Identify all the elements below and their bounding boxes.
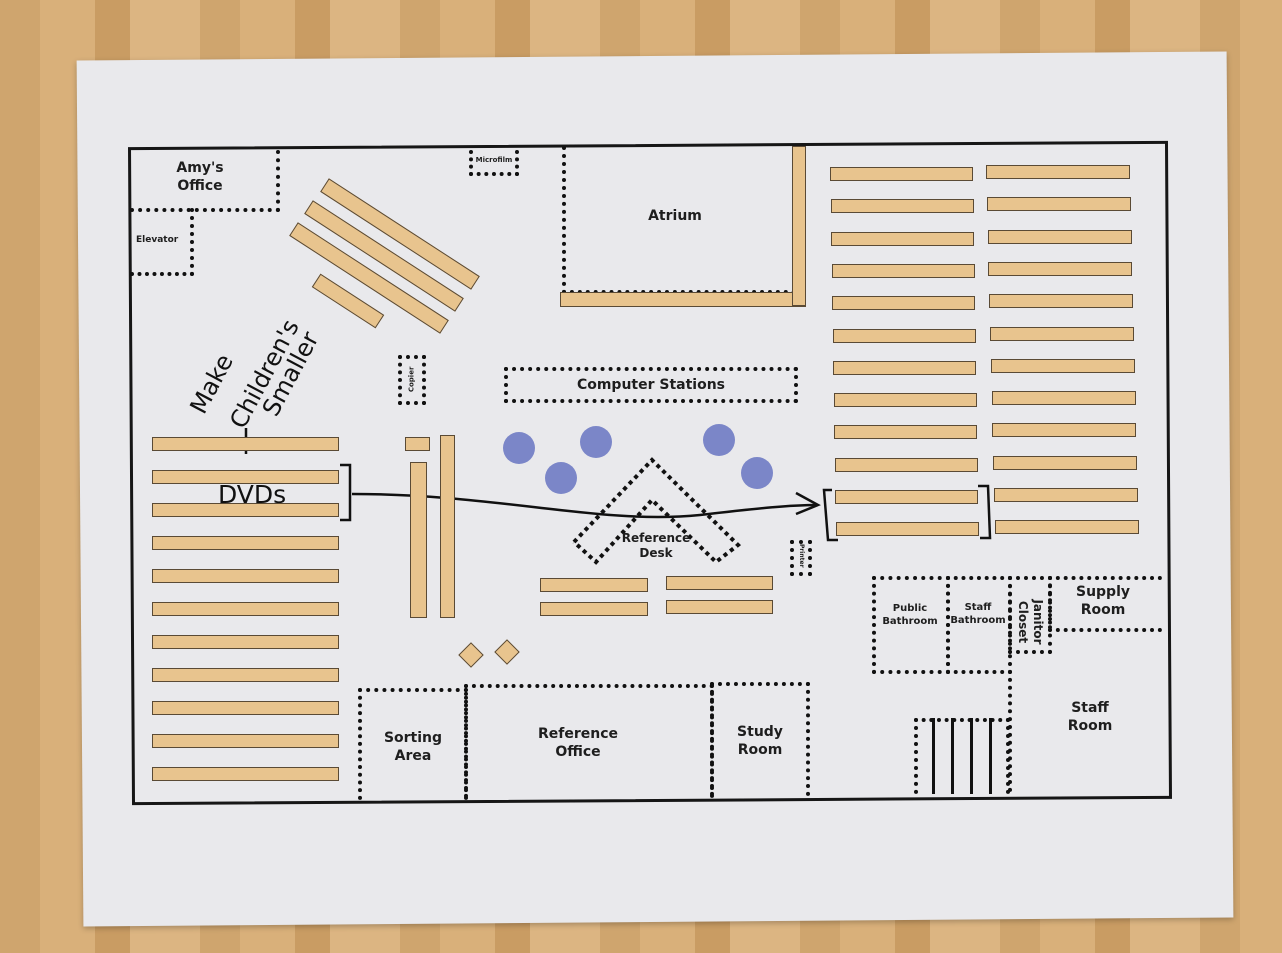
shelf bbox=[152, 437, 339, 451]
study-room-label: Study Room bbox=[737, 724, 783, 758]
shelf bbox=[152, 668, 339, 682]
shelf bbox=[152, 734, 339, 748]
supply-room bbox=[1048, 576, 1162, 632]
shelf bbox=[986, 197, 1131, 212]
shelf bbox=[152, 470, 339, 484]
shelf bbox=[152, 536, 339, 550]
shelf bbox=[540, 602, 648, 616]
shelf bbox=[832, 328, 976, 343]
shelf bbox=[666, 576, 773, 590]
printer bbox=[790, 540, 812, 576]
shelf bbox=[830, 167, 973, 181]
shelf bbox=[540, 578, 648, 592]
reference-desk-label: Reference Desk bbox=[621, 531, 691, 560]
shelf bbox=[994, 488, 1138, 502]
microfilm-label: Microfilm bbox=[475, 156, 513, 164]
computer-stations bbox=[504, 367, 798, 403]
vertical-shelf bbox=[440, 435, 455, 618]
shelf bbox=[988, 261, 1133, 276]
staff-room-label: Staff Room bbox=[1067, 700, 1113, 734]
elevator-room bbox=[130, 208, 194, 276]
round-table bbox=[503, 432, 535, 464]
amys-office-room bbox=[130, 150, 280, 212]
amys-office-label: Amy's Office bbox=[176, 160, 224, 194]
stairs bbox=[914, 718, 1010, 794]
public-bathroom-label: Public Bathroom bbox=[882, 603, 938, 627]
round-table bbox=[580, 426, 612, 458]
shelf bbox=[831, 231, 974, 246]
round-table bbox=[741, 457, 773, 489]
staff-bathroom-label: Staff Bathroom bbox=[950, 602, 1006, 626]
study-room bbox=[710, 682, 810, 796]
staff-room-wall bbox=[1008, 670, 1016, 792]
shelf bbox=[152, 602, 339, 616]
shelf bbox=[989, 294, 1134, 309]
shelf bbox=[993, 455, 1138, 470]
shelf bbox=[991, 391, 1136, 406]
elevator-label: Elevator bbox=[136, 235, 179, 245]
shelf bbox=[990, 326, 1134, 341]
shelf bbox=[666, 600, 773, 614]
shelf bbox=[833, 360, 976, 375]
shelf bbox=[834, 425, 977, 440]
shelf bbox=[152, 635, 339, 649]
round-table bbox=[545, 462, 577, 494]
shelf bbox=[152, 767, 339, 781]
shelf bbox=[994, 520, 1139, 535]
janitor-closet-label: Janitor Closet bbox=[1016, 599, 1045, 645]
shelf bbox=[986, 165, 1130, 179]
shelf bbox=[835, 522, 979, 537]
shelf bbox=[834, 457, 978, 472]
round-table bbox=[703, 424, 735, 456]
shelf bbox=[992, 423, 1137, 438]
shelf bbox=[830, 199, 974, 214]
vertical-shelf bbox=[410, 462, 427, 618]
shelf bbox=[152, 569, 339, 583]
shelf bbox=[405, 437, 430, 451]
supply-room-label: Supply Room bbox=[1075, 584, 1131, 618]
shelf bbox=[832, 296, 975, 311]
copier bbox=[398, 355, 426, 405]
shelf bbox=[990, 358, 1135, 373]
shelf bbox=[835, 490, 978, 504]
shelf bbox=[152, 701, 339, 715]
computer-stations-label: Computer Stations bbox=[576, 377, 726, 393]
microfilm-room bbox=[469, 150, 519, 176]
shelf bbox=[833, 393, 977, 408]
reference-office-label: Reference Office bbox=[537, 726, 619, 760]
sorting-area-label: Sorting Area bbox=[383, 730, 443, 764]
atrium-wall bbox=[792, 146, 806, 306]
atrium-label: Atrium bbox=[648, 208, 702, 224]
shelf bbox=[987, 229, 1132, 244]
shelf bbox=[152, 503, 339, 517]
shelf bbox=[831, 263, 975, 278]
